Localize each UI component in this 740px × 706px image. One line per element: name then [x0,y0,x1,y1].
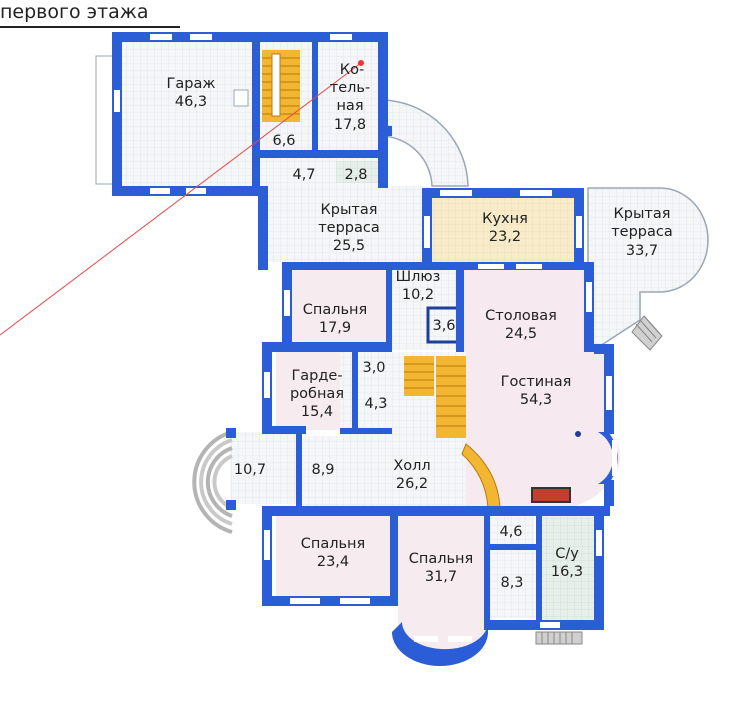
boiler-name-2: тель- [330,80,370,96]
stairs [192,50,663,645]
r28-area: 2,8 [344,167,367,183]
living-column-dot [575,431,581,437]
wardrobe-name-2: робная [290,386,344,402]
terrace-steps-left [192,430,233,534]
dining-living-floor [462,262,621,510]
terrace-covered-name-2: терраса [318,220,380,236]
bedroom-a-area: 17,9 [319,320,351,336]
wardrobe-name-1: Гарде- [291,368,342,384]
room-labels: Гараж 46,3 Ко- тель- ная 17,8 6,6 4,7 2,… [167,62,673,591]
kitchen-area: 23,2 [489,229,521,245]
kitchen-name: Кухня [482,211,528,227]
boiler-name-3: ная [336,98,363,114]
arc-walkway [381,99,469,187]
terrace-right-area: 33,7 [626,243,658,259]
plan-caption: первого этажа [0,0,180,28]
bedroom-b-area: 23,4 [317,554,349,570]
bedroom-b-floor [276,514,392,596]
r30-area: 3,0 [362,360,385,376]
kitchen-floor [432,196,578,262]
bath-name: С/у [555,546,579,562]
terrace-right-name-2: терраса [611,224,673,240]
bedroom-c-area: 31,7 [425,569,457,585]
entry-steps-bottom [535,631,583,645]
hall-area: 26,2 [396,476,428,492]
dining-area: 24,5 [505,326,537,342]
r43-area: 4,3 [364,396,387,412]
r28-floor [336,161,378,183]
r66-area: 6,6 [272,133,295,149]
bedroom-a-name: Спальня [303,302,368,318]
airlock-area: 10,2 [402,287,434,303]
terrace-right-floor [587,187,709,347]
wardrobe-area: 15,4 [301,404,333,420]
r107-area: 10,7 [234,462,266,478]
pointer-dot [358,60,364,66]
windows [114,34,617,642]
stair-center [404,356,501,509]
boiler-area: 17,8 [334,117,366,133]
r83-area: 8,3 [500,575,523,591]
floor-fills [95,38,709,657]
boiler-floor [316,38,382,158]
r107-floor [230,432,300,504]
stair-top [262,50,300,122]
airlock-name: Шлюз [396,269,441,285]
terrace-right-name-1: Крытая [613,206,670,222]
terrace-covered-floor [264,186,429,262]
bedroom-a-floor [290,270,390,342]
bedroom-b-name: Спальня [301,536,366,552]
garage-area: 46,3 [175,94,207,110]
r46-floor [488,514,534,546]
fireplace [531,487,571,503]
r47-area: 4,7 [292,167,315,183]
terrace-covered-area: 25,5 [333,238,365,254]
pointer-line [0,62,362,336]
living-name: Гостиная [501,374,572,390]
living-area: 54,3 [520,392,552,408]
bath-floor [540,516,596,620]
plan-caption-text: первого этажа [0,1,149,23]
r83-floor [488,548,536,618]
garage-name: Гараж [167,76,216,92]
r46-area: 4,6 [499,524,522,540]
bedroom-c-floor [398,512,484,657]
garage-floor [118,38,256,190]
bedroom-c-name: Спальня [409,551,474,567]
dining-name: Столовая [485,308,557,324]
terrace-covered-name-1: Крытая [320,202,377,218]
r36-area: 3,6 [432,318,455,334]
hall-name: Холл [393,458,430,474]
terrace-steps-right [631,315,663,351]
bath-area: 16,3 [551,564,583,580]
r89-area: 8,9 [311,462,334,478]
boiler-name-1: Ко- [340,62,364,78]
garage-small-door [233,89,249,107]
r89-floor [300,436,344,508]
